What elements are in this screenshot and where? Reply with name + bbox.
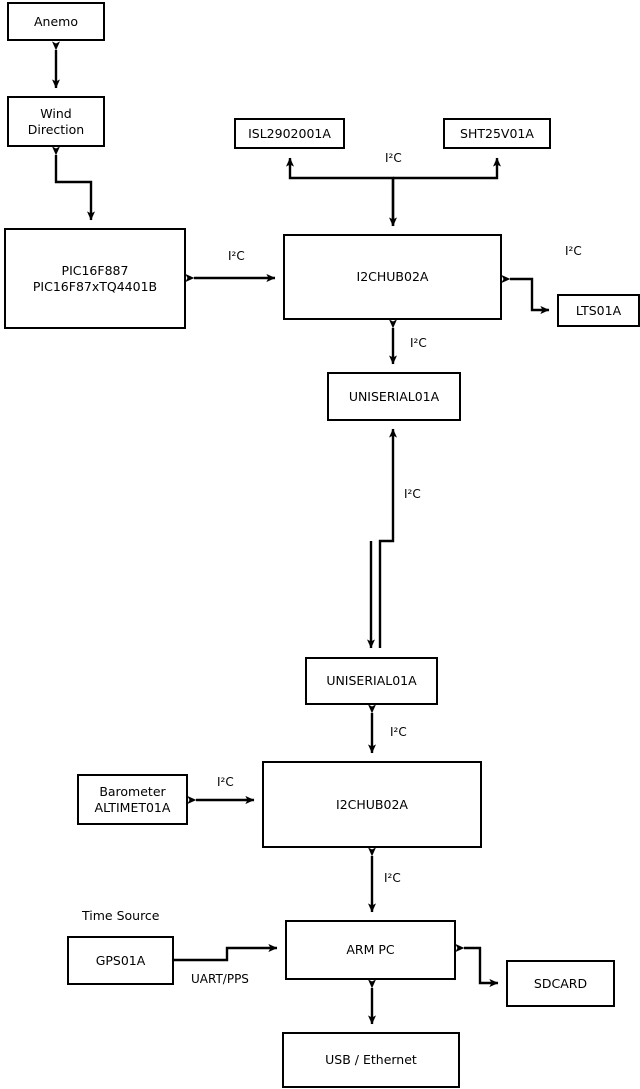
node-label-isl: ISL2902001A [248,125,331,141]
edge-label-uart-pps: UART/PPS [191,972,249,986]
edge-label-i2c-lts: I²C [565,244,582,258]
node-label-sht: SHT25V01A [460,125,534,141]
edge-label-i2c-hub-uniser: I²C [410,336,427,350]
node-isl[interactable]: ISL2902001A [234,118,345,149]
node-uniserial-bot[interactable]: UNISERIAL01A [305,657,438,705]
node-label-uniserial-bot: UNISERIAL01A [326,673,417,688]
node-hub-bot[interactable]: I2CHUB02A [262,761,482,848]
node-label-gps: GPS01A [95,952,146,968]
node-anemo[interactable]: Anemo [7,2,105,41]
node-label-anemo: Anemo [34,13,78,29]
edge-hub-sensorbus [286,157,395,226]
node-pic[interactable]: PIC16F887 PIC16F87xTQ4401B [4,228,186,329]
node-sdcard[interactable]: SDCARD [506,960,615,1007]
node-label-wind: Wind Direction [27,105,85,137]
edge-armpc-sdcard [455,944,499,987]
edge-label-i2c-sensors: I²C [385,151,402,165]
node-armpc[interactable]: ARM PC [285,920,456,980]
edge-uniserial-link [378,428,397,648]
node-wind[interactable]: Wind Direction [7,96,105,147]
label-time-source: Time Source [82,908,160,923]
node-label-lts: LTS01A [575,302,622,318]
edge-label-i2c-uniser-link: I²C [404,487,421,501]
node-label-uniserial-top: UNISERIAL01A [348,388,440,404]
node-usb[interactable]: USB / Ethernet [282,1032,460,1088]
node-label-sdcard: SDCARD [533,975,588,991]
node-label-armpc: ARM PC [346,942,395,957]
node-label-baro: Barometer ALTIMET01A [94,783,171,815]
node-label-hub-top: I2CHUB02A [356,269,429,284]
node-uniserial-top[interactable]: UNISERIAL01A [327,372,461,421]
edge-label-i2c-uniser-hub2: I²C [390,725,407,739]
edge-pic-wind [52,146,95,221]
node-sht[interactable]: SHT25V01A [443,118,551,149]
node-baro[interactable]: Barometer ALTIMET01A [77,774,188,825]
edge-hub-lts [501,275,550,314]
node-gps[interactable]: GPS01A [67,936,174,985]
edge-sensorbus-sht [393,157,501,180]
node-label-pic: PIC16F887 PIC16F87xTQ4401B [32,262,158,294]
node-label-hub-bot: I2CHUB02A [336,796,408,812]
edge-gps-armpc [174,944,278,962]
node-lts[interactable]: LTS01A [557,294,640,327]
edge-label-i2c-baro: I²C [217,775,234,789]
edge-label-i2c-hub2-arm: I²C [384,871,401,885]
node-hub-top[interactable]: I2CHUB02A [283,234,502,320]
edge-label-i2c-pic-hub: I²C [228,249,245,263]
node-label-usb: USB / Ethernet [325,1052,417,1067]
